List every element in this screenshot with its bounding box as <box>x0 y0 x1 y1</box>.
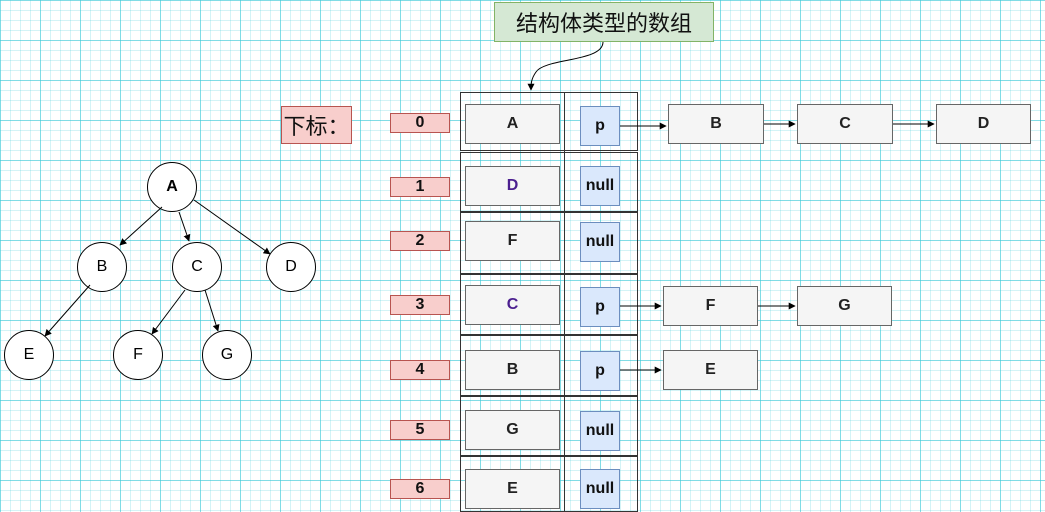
index-label-5: 5 <box>390 420 450 440</box>
pointer-cell-3: p <box>580 287 620 327</box>
index-label-6: 6 <box>390 479 450 499</box>
tree-node-c: C <box>172 242 222 292</box>
array-row-3 <box>460 274 638 335</box>
list-node-0-c: C <box>797 104 893 144</box>
list-node-0-b: B <box>668 104 764 144</box>
array-row-5 <box>460 396 638 456</box>
array-row-1 <box>460 152 638 212</box>
tree-node-g: G <box>202 330 252 380</box>
tree-edge-a-c <box>178 211 191 242</box>
array-row-0 <box>460 92 638 151</box>
value-cell-3: C <box>465 285 560 325</box>
value-cell-2: F <box>465 221 560 261</box>
pointer-cell-2: null <box>580 222 620 262</box>
value-cell-5: G <box>465 410 560 450</box>
value-cell-0: A <box>465 104 560 144</box>
list-node-3-f: F <box>663 286 758 326</box>
list-node-3-g: G <box>797 286 892 326</box>
index-label-0: 0 <box>390 113 450 133</box>
tree-node-d: D <box>266 242 316 292</box>
index-heading: 下标： <box>281 106 352 144</box>
tree-edge-a-b <box>119 206 163 246</box>
tree-edge-c-g <box>204 289 220 332</box>
value-cell-6: E <box>465 469 560 509</box>
pointer-cell-4: p <box>580 351 620 391</box>
tree-edge-c-f <box>151 289 186 335</box>
tree-node-e: E <box>4 330 54 380</box>
tree-edge-a-d <box>193 199 271 255</box>
title-arrow <box>527 41 604 91</box>
array-row-2 <box>460 212 638 274</box>
list-node-0-d: D <box>936 104 1031 144</box>
tree-node-f: F <box>113 330 163 380</box>
pointer-cell-1: null <box>580 166 620 206</box>
value-cell-1: D <box>465 166 560 206</box>
index-label-2: 2 <box>390 231 450 251</box>
pointer-cell-5: null <box>580 411 620 451</box>
index-label-4: 4 <box>390 360 450 380</box>
array-title: 结构体类型的数组 <box>494 2 714 42</box>
tree-node-b: B <box>77 242 127 292</box>
value-cell-4: B <box>465 350 560 390</box>
column-divider <box>564 92 565 512</box>
pointer-cell-6: null <box>580 469 620 509</box>
tree-edge-b-e <box>44 284 91 337</box>
tree-node-a: A <box>147 162 197 212</box>
index-label-3: 3 <box>390 295 450 315</box>
pointer-cell-0: p <box>580 106 620 146</box>
array-row-4 <box>460 335 638 396</box>
index-label-1: 1 <box>390 177 450 197</box>
list-node-4-e: E <box>663 350 758 390</box>
